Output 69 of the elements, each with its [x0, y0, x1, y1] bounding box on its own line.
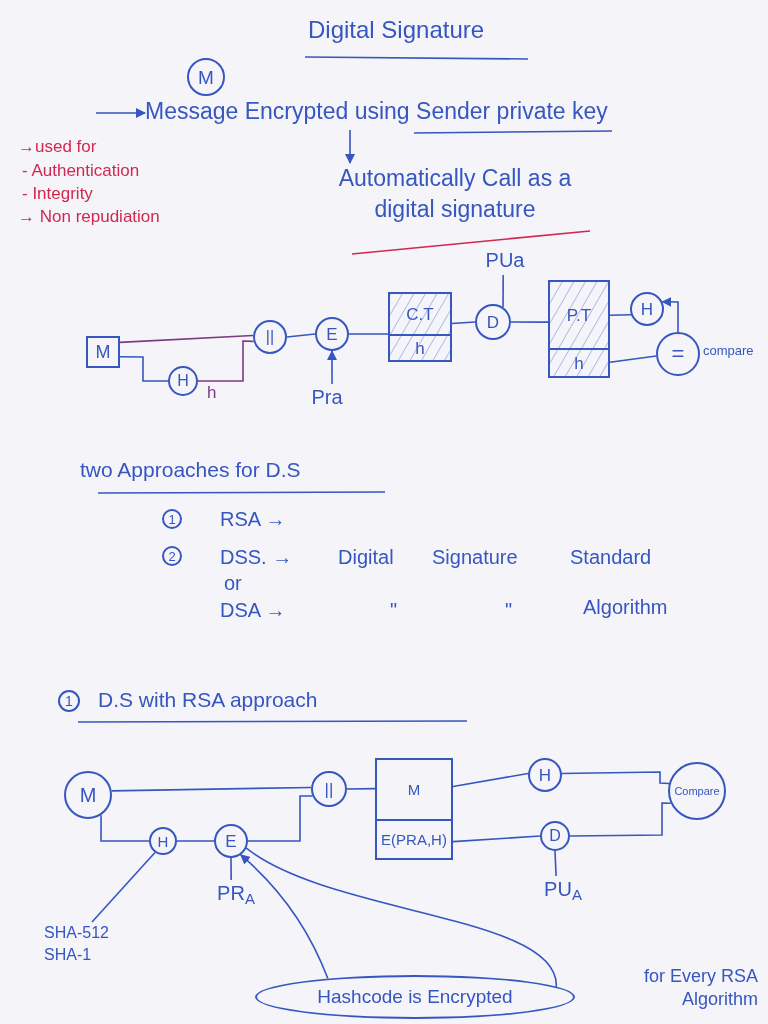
leader-arrow	[239, 854, 329, 980]
connector-line	[510, 321, 549, 323]
box-section: h	[390, 334, 450, 360]
circled-number: 2	[162, 546, 182, 566]
title: Digital Signature	[308, 15, 485, 45]
connector-line	[176, 840, 215, 842]
ditto-mark: "	[390, 598, 398, 623]
connector-line	[452, 772, 529, 788]
circled-number: 1	[162, 509, 182, 529]
box-section: C.T	[390, 294, 450, 334]
leader-line	[554, 850, 557, 877]
signed-message-box	[375, 758, 453, 860]
connector-line	[502, 274, 504, 308]
arrow	[327, 350, 337, 385]
note-text: → Non repudiation	[18, 206, 160, 228]
signed-block-box	[388, 292, 452, 362]
callout-bubble: Hashcode is Encrypted	[255, 975, 575, 1019]
connector-line	[348, 333, 389, 335]
section-heading: D.S with RSA approach	[98, 687, 318, 713]
list-text: Algorithm	[583, 595, 668, 620]
list-text: Standard	[570, 545, 652, 570]
arrow	[95, 108, 146, 118]
connector-line	[197, 340, 255, 382]
connector-line	[452, 835, 541, 843]
connector-line	[569, 802, 672, 837]
list-text: DSS. →	[220, 545, 293, 570]
connector-line	[100, 814, 150, 842]
decrypted-block-box	[548, 280, 610, 378]
list-text: DSA →	[220, 598, 286, 623]
box-section: P.T	[550, 282, 608, 348]
key-label: PUa	[482, 247, 528, 275]
connector-line	[609, 355, 657, 364]
connector-line	[110, 786, 312, 792]
statement-text: Message Encrypted using Sender private key	[145, 96, 645, 130]
list-text: Digital	[338, 545, 394, 570]
section-heading: two Approaches for D.S	[80, 457, 301, 483]
key-label: PU$_{A}$	[540, 876, 586, 906]
connector-line	[346, 787, 376, 790]
box-section: M	[377, 760, 451, 819]
note-text: - Integrity	[22, 183, 93, 205]
connector-line	[119, 334, 254, 344]
connector-line	[286, 333, 316, 338]
connector-line	[561, 771, 670, 785]
connector-line	[609, 314, 632, 317]
statement-text: Automatically Call as a digital signature	[330, 163, 580, 229]
box-section: h	[550, 348, 608, 376]
key-label: PR$_{A}$	[214, 880, 258, 910]
list-text: RSA →	[220, 507, 286, 532]
connector-line	[247, 795, 314, 842]
circled-number: 1	[58, 690, 80, 712]
leader-line	[91, 851, 156, 923]
box-section: E(PRA,H)	[377, 819, 451, 858]
connector-line	[119, 356, 169, 382]
ditto-mark: "	[505, 598, 513, 623]
side-note: compare	[703, 344, 754, 357]
key-label: Pra	[306, 384, 348, 412]
leader-line	[245, 847, 558, 988]
list-text: Signature	[432, 545, 518, 570]
algorithm-label: SHA-512 SHA-1	[44, 922, 124, 968]
note-text: for Every RSA Algorithm	[642, 965, 758, 1012]
note-text: →used for	[18, 136, 97, 158]
arrow	[661, 296, 679, 333]
connector-line	[451, 321, 476, 325]
message-box: M	[86, 336, 120, 368]
leader-line	[230, 857, 232, 881]
note-text: - Authentication	[22, 160, 140, 182]
side-note: h	[207, 384, 217, 401]
arrow	[345, 129, 355, 164]
list-text: or	[224, 571, 242, 596]
